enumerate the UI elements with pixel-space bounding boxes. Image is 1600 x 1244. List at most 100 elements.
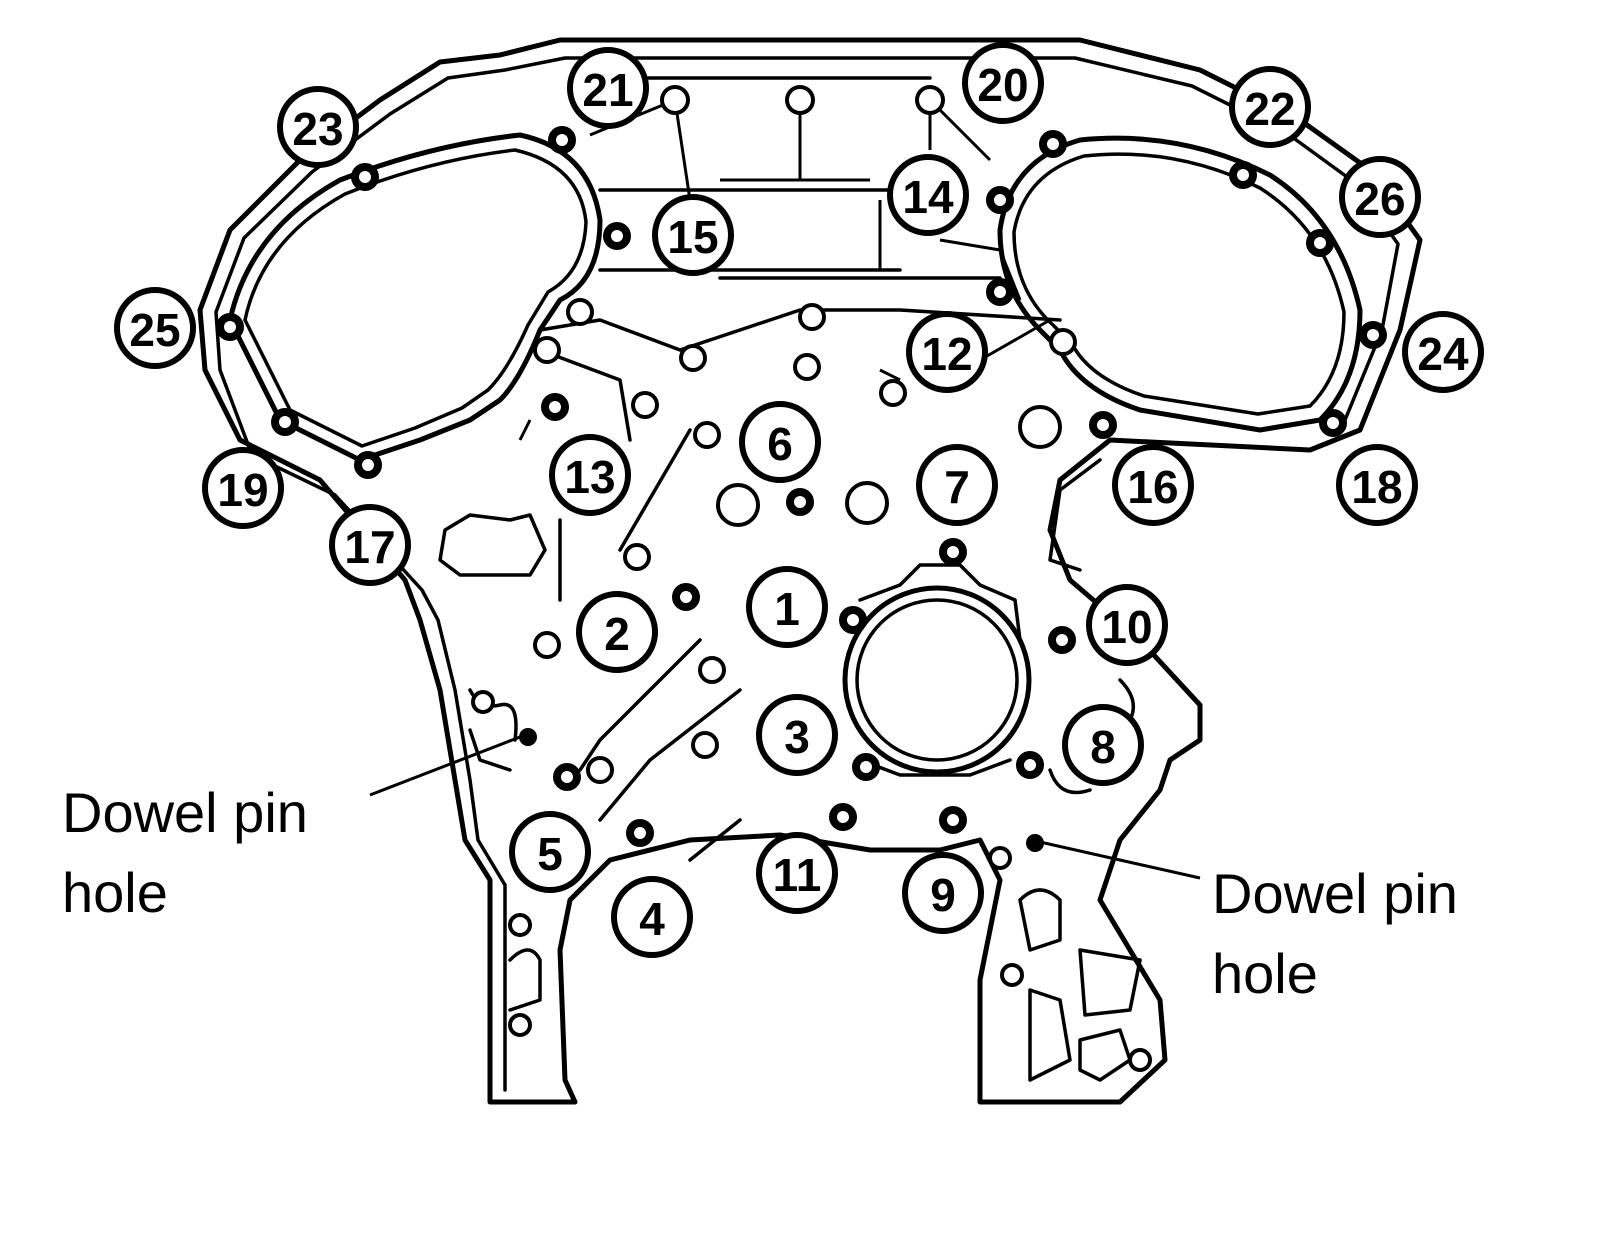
bolt-hole bbox=[839, 606, 867, 634]
callout-5: 5 bbox=[509, 811, 591, 893]
callout-number: 22 bbox=[1244, 83, 1295, 135]
right-dowel-label-line2: hole bbox=[1212, 942, 1318, 1005]
left-pocket bbox=[438, 513, 547, 577]
callout-3: 3 bbox=[756, 694, 838, 776]
callout-number: 11 bbox=[773, 849, 822, 901]
callout-15: 15 bbox=[652, 194, 734, 276]
bolt-hole bbox=[471, 690, 495, 714]
bolt-hole bbox=[631, 391, 659, 419]
bolt-hole bbox=[508, 913, 532, 937]
bolt-hole bbox=[623, 543, 651, 571]
callout-number: 17 bbox=[344, 521, 395, 573]
callout-number: 4 bbox=[639, 893, 665, 945]
callout-number: 20 bbox=[977, 59, 1028, 111]
bolt-hole bbox=[691, 731, 719, 759]
bolt-hole bbox=[672, 583, 700, 611]
bolt-hole bbox=[1016, 751, 1044, 779]
left-cam-opening-inner bbox=[243, 148, 588, 448]
left-dowel-pin-hole bbox=[519, 728, 537, 746]
callout-18: 18 bbox=[1336, 444, 1418, 526]
left-dowel-label-line2: hole bbox=[62, 861, 168, 924]
bolt-hole bbox=[879, 379, 907, 407]
bolt-hole bbox=[915, 85, 945, 115]
bolt-hole bbox=[1229, 161, 1257, 189]
callout-number: 9 bbox=[930, 869, 956, 921]
callout-22: 22 bbox=[1229, 66, 1311, 148]
bolt-hole bbox=[988, 846, 1012, 870]
callout-number: 5 bbox=[537, 828, 563, 880]
callout-26: 26 bbox=[1339, 156, 1421, 238]
bolt-hole bbox=[693, 421, 721, 449]
right-cam-opening bbox=[997, 135, 1363, 433]
top-rail bbox=[598, 76, 1002, 280]
callout-17: 17 bbox=[329, 504, 411, 586]
callout-13: 13 bbox=[549, 434, 631, 516]
bolt-hole bbox=[660, 85, 690, 115]
bolt-hole bbox=[553, 763, 581, 791]
callout-9: 9 bbox=[902, 852, 984, 934]
bolt-hole bbox=[586, 756, 614, 784]
callout-number: 21 bbox=[582, 64, 633, 116]
left-cam-opening bbox=[227, 132, 603, 463]
crank-opening bbox=[842, 585, 1032, 775]
callout-number: 12 bbox=[921, 328, 972, 380]
bolt-hole bbox=[845, 481, 889, 525]
bolt-hole bbox=[354, 451, 382, 479]
callout-number: 13 bbox=[564, 451, 615, 503]
callout-14: 14 bbox=[887, 154, 969, 236]
bolt-hole bbox=[541, 393, 569, 421]
bolt-hole bbox=[603, 222, 631, 250]
bolt-hole bbox=[986, 186, 1014, 214]
right-dowel-label-line1: Dowel pin bbox=[1212, 862, 1458, 925]
bolt-hole bbox=[1049, 328, 1077, 356]
crank-boss bbox=[858, 563, 1022, 777]
callout-number: 1 bbox=[774, 583, 800, 635]
bolt-hole bbox=[798, 303, 826, 331]
bolt-hole bbox=[986, 278, 1014, 306]
callout-number: 3 bbox=[784, 711, 810, 763]
case-outline bbox=[197, 37, 1423, 1105]
bolt-hole bbox=[1319, 409, 1347, 437]
bolt-hole bbox=[1306, 229, 1334, 257]
center-web bbox=[538, 308, 1102, 862]
callout-6: 6 bbox=[739, 401, 821, 483]
left-dowel-label-line1: Dowel pin bbox=[62, 781, 308, 844]
callout-number: 15 bbox=[667, 211, 718, 263]
bolt-hole bbox=[1048, 626, 1076, 654]
callout-23: 23 bbox=[277, 86, 359, 168]
bolt-hole bbox=[533, 336, 561, 364]
right-dowel-leader bbox=[1039, 840, 1201, 880]
callout-number: 16 bbox=[1127, 461, 1178, 513]
callout-10: 10 bbox=[1086, 584, 1168, 666]
callout-16: 16 bbox=[1112, 444, 1194, 526]
bolt-hole bbox=[829, 803, 857, 831]
callout-number: 25 bbox=[129, 304, 180, 356]
bolt-hole bbox=[793, 353, 821, 381]
bolt-hole bbox=[939, 538, 967, 566]
bolt-hole bbox=[786, 488, 814, 516]
bolt-hole bbox=[1359, 321, 1387, 349]
callout-1: 1 bbox=[746, 566, 828, 648]
right-dowel-pin-hole bbox=[1026, 834, 1044, 852]
callout-number: 14 bbox=[902, 171, 954, 223]
bolt-hole bbox=[533, 631, 561, 659]
callout-7: 7 bbox=[916, 444, 998, 526]
callout-2: 2 bbox=[576, 591, 658, 673]
callout-4: 4 bbox=[611, 876, 693, 958]
callout-number: 19 bbox=[217, 464, 268, 516]
bolt-hole bbox=[351, 163, 379, 191]
solid-bolt-holes bbox=[216, 126, 1387, 847]
callout-25: 25 bbox=[114, 287, 196, 369]
bolt-hole bbox=[679, 344, 707, 372]
left-dowel-leader bbox=[369, 735, 521, 797]
bolt-hole bbox=[1000, 963, 1024, 987]
bolt-hole bbox=[716, 483, 760, 527]
callout-number: 8 bbox=[1090, 721, 1116, 773]
bolt-hole bbox=[271, 408, 299, 436]
callout-24: 24 bbox=[1402, 311, 1484, 393]
callout-12: 12 bbox=[906, 311, 988, 393]
callout-number: 6 bbox=[767, 418, 793, 470]
callout-number: 23 bbox=[292, 103, 343, 155]
crank-opening-inner bbox=[855, 598, 1019, 762]
